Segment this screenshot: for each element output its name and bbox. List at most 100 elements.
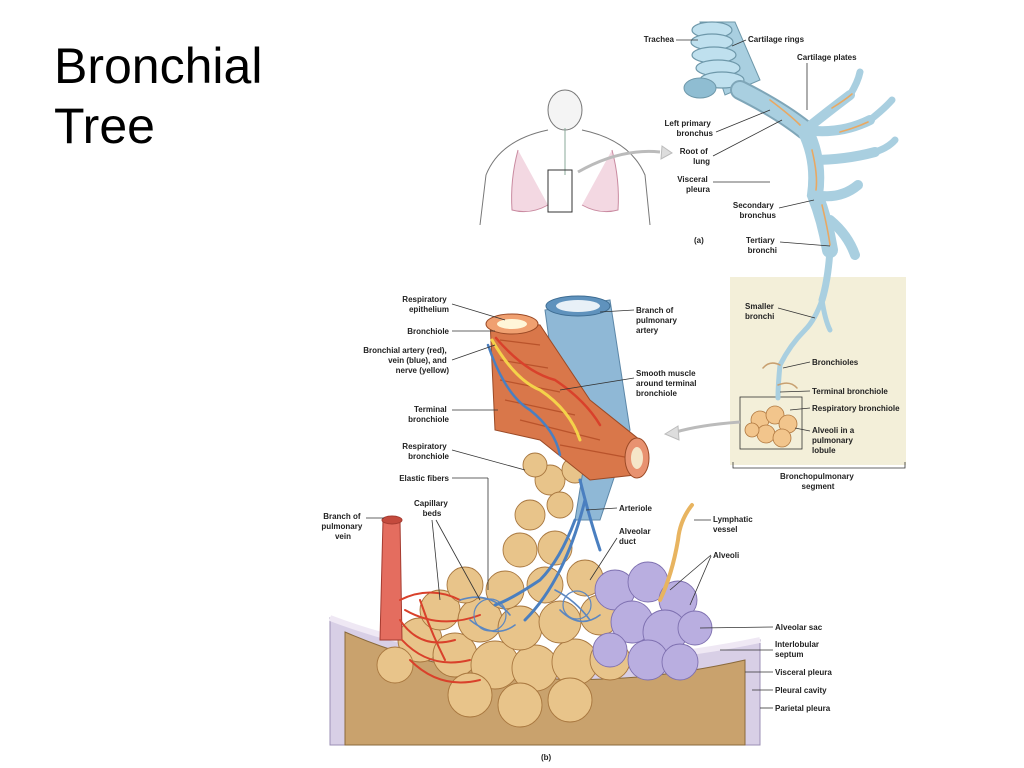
tertiary-bronchi-line-2: bronchi: [748, 246, 777, 255]
alveolar-sac: [592, 561, 713, 681]
terminal-bronchiole-b-line-1: Terminal: [414, 405, 447, 414]
label-smooth-muscle: Smooth muscle around terminal bronchiole: [636, 369, 699, 398]
capillary-beds-line-1: Capillary: [414, 499, 448, 508]
label-bronchiole: Bronchiole: [407, 327, 449, 336]
label-respiratory-epithelium: Respiratory epithelium: [402, 295, 449, 314]
smaller-bronchi-line-2: bronchi: [745, 312, 774, 321]
alveoli-in-lobule-line-1: Alveoli in a: [812, 426, 855, 435]
visceral-pleura-a-line-2: pleura: [686, 185, 711, 194]
label-cartilage-rings: Cartilage rings: [748, 35, 805, 44]
respiratory-epithelium-line-2: epithelium: [409, 305, 449, 314]
respiratory-bronchiole-b-line-2: bronchiole: [408, 452, 449, 461]
label-branch-pulmonary-vein: Branch of pulmonary vein: [321, 512, 364, 541]
title-line-2: Tree: [54, 98, 155, 154]
alveolar-duct-line-2: duct: [619, 537, 636, 546]
secondary-bronchus-line-1: Secondary: [733, 201, 774, 210]
label-alveolar-duct: Alveolar duct: [619, 527, 653, 546]
lymphatic-vessel-line-2: vessel: [713, 525, 737, 534]
label-alveoli-in-lobule: Alveoli in a pulmonary lobule: [812, 426, 856, 455]
label-left-primary-bronchus: Left primary bronchus: [665, 119, 714, 138]
left-primary-bronchus-line-1: Left primary: [665, 119, 712, 128]
bronchial-artery-line-1: Bronchial artery (red),: [363, 346, 447, 355]
label-visceral-pleura-a: Visceral pleura: [677, 175, 710, 194]
title-line-1: Bronchial: [54, 38, 263, 94]
label-root-of-lung: Root of lung: [680, 147, 710, 166]
respiratory-epithelium-line-1: Respiratory: [402, 295, 447, 304]
label-interlobular-septum: Interlobular septum: [775, 640, 821, 659]
label-alveoli: Alveoli: [713, 551, 739, 560]
capillary-net-1: [473, 598, 507, 632]
label-bronchial-artery: Bronchial artery (red), vein (blue), and…: [363, 346, 449, 375]
torso-outline: [479, 89, 651, 226]
alveoli-in-lobule-line-2: pulmonary: [812, 436, 853, 445]
alveolar-duct-line-1: Alveolar: [619, 527, 651, 536]
branch-pulmonary-vein-line-2: pulmonary: [321, 522, 362, 531]
bronchial-artery-line-2: vein (blue), and: [388, 356, 447, 365]
alveoli-in-lobule-line-3: lobule: [812, 446, 836, 455]
label-elastic-fibers: Elastic fibers: [399, 474, 449, 483]
visceral-pleura-a-line-1: Visceral: [677, 175, 708, 184]
lymphatic-vessel: [658, 503, 694, 602]
lobule-alveoli-cluster: [744, 405, 798, 448]
smooth-muscle-line-3: bronchiole: [636, 389, 677, 398]
panel-b-tag: (b): [541, 753, 552, 762]
label-respiratory-bronchiole-a: Respiratory bronchiole: [812, 404, 900, 413]
smaller-bronchi-line-1: Smaller: [745, 302, 774, 311]
terminal-bronchiole: [485, 313, 650, 481]
capillary-beds: [399, 589, 601, 684]
arrow-head-a: [660, 145, 673, 160]
bronchopulmonary-segment-line-2: segment: [802, 482, 835, 491]
label-pleural-cavity: Pleural cavity: [775, 686, 827, 695]
label-parietal-pleura: Parietal pleura: [775, 704, 831, 713]
label-lymphatic-vessel: Lymphatic vessel: [713, 515, 755, 534]
lymphatic-vessel-line-1: Lymphatic: [713, 515, 753, 524]
capillary-net-2: [562, 590, 592, 620]
panel-a-tag: (a): [694, 236, 704, 245]
label-branch-pulmonary-artery: Branch of pulmonary artery: [636, 306, 679, 335]
label-terminal-bronchiole-b: Terminal bronchiole: [408, 405, 449, 424]
label-secondary-bronchus: Secondary bronchus: [733, 201, 777, 220]
panel-b-labels: Respiratory epithelium Bronchiole Bronch…: [321, 295, 832, 762]
smooth-muscle-line-2: around terminal: [636, 379, 696, 388]
arterioles: [493, 478, 602, 622]
bronchial-tree: [730, 68, 899, 401]
label-smaller-bronchi: Smaller bronchi: [745, 302, 776, 321]
smooth-muscle-line-1: Smooth muscle: [636, 369, 696, 378]
label-tertiary-bronchi: Tertiary bronchi: [746, 236, 777, 255]
pulmonary-vein-branch: [379, 515, 403, 641]
panel-a-labels: Trachea Cartilage rings Cartilage plates…: [644, 35, 906, 491]
pointer-arrow-a: [577, 149, 661, 174]
capillary-beds-line-2: beds: [423, 509, 442, 518]
left-primary-bronchus-line-2: bronchus: [677, 129, 714, 138]
bronchial-vessels: [486, 336, 602, 457]
label-terminal-bronchiole-a: Terminal bronchiole: [812, 387, 888, 396]
panel-b: Respiratory epithelium Bronchiole Bronch…: [321, 295, 832, 762]
label-visceral-pleura-b: Visceral pleura: [775, 668, 832, 677]
terminal-bronchiole-b-line-2: bronchiole: [408, 415, 449, 424]
label-arteriole: Arteriole: [619, 504, 652, 513]
root-of-lung-line-2: lung: [693, 157, 710, 166]
branch-pulmonary-artery-line-2: pulmonary: [636, 316, 677, 325]
bronchopulmonary-segment-line-1: Bronchopulmonary: [780, 472, 854, 481]
slide-title: Bronchial Tree: [54, 36, 262, 156]
branch-pulmonary-artery-line-3: artery: [636, 326, 659, 335]
respiratory-bronchiole-b-line-1: Respiratory: [402, 442, 447, 451]
label-respiratory-bronchiole-b: Respiratory bronchiole: [402, 442, 449, 461]
branch-pulmonary-vein-line-3: vein: [335, 532, 351, 541]
interlobular-septum-line-1: Interlobular: [775, 640, 819, 649]
label-cartilage-plates: Cartilage plates: [797, 53, 857, 62]
label-trachea: Trachea: [644, 35, 675, 44]
branch-pulmonary-vein-line-1: Branch of: [323, 512, 361, 521]
label-capillary-beds: Capillary beds: [414, 499, 450, 518]
pointer-arrow-b: [675, 420, 741, 434]
branch-pulmonary-artery-line-1: Branch of: [636, 306, 674, 315]
label-bronchioles: Bronchioles: [812, 358, 859, 367]
alveoli-mass: [376, 452, 631, 728]
tertiary-bronchi-line-1: Tertiary: [746, 236, 775, 245]
panel-a: Trachea Cartilage rings Cartilage plates…: [479, 21, 906, 491]
label-alveolar-sac: Alveolar sac: [775, 623, 823, 632]
secondary-bronchus-line-2: bronchus: [740, 211, 777, 220]
arrow-head-b: [663, 425, 680, 441]
root-of-lung-line-1: Root of: [680, 147, 708, 156]
